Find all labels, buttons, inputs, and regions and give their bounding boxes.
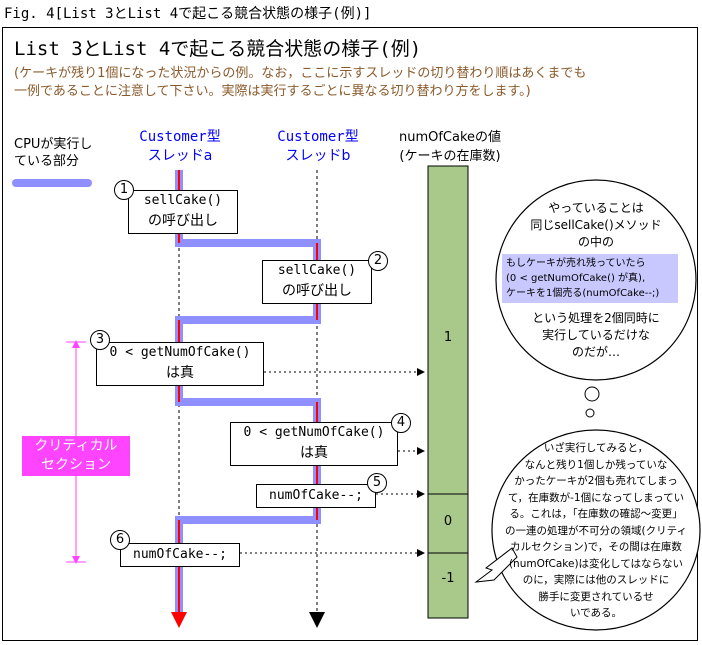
step-5-line-1: numOfCake--; [269, 488, 363, 503]
bubble-top-line: という処理を2個同時に [532, 311, 660, 325]
step-1-line-1: sellCake() [143, 193, 223, 208]
step-2-line-2: の呼び出し [282, 283, 352, 299]
bubble-bottom-line: いざ実行してみると， [543, 442, 649, 454]
bubble-connector-1 [584, 386, 600, 402]
legend-line-2: ている部分 [14, 154, 80, 169]
stock-value-1: 1 [443, 330, 453, 345]
thread-b-name: スレッドb [285, 148, 351, 164]
bubble-bottom-line: の一連の処理が不可分の領域(クリティ [505, 524, 687, 537]
thread-a-end-arrow [171, 612, 187, 628]
thread-a-type: Customer型 [139, 129, 221, 145]
bubble-top-line: の中の [577, 235, 614, 249]
bubble-bottom-line: なんと残り1個しか残っていな [524, 458, 668, 471]
step-1-number: 1 [114, 180, 134, 200]
bubble-bottom-line: いである。 [569, 607, 623, 619]
bubble-bottom-line: て，在庫数が-1個になってしまってい [507, 491, 685, 504]
step-6-number: 6 [110, 530, 130, 550]
note-line-2: 一例であることに注意して下さい。実際は実行するごとに異なる切り替わり方をします。… [14, 84, 531, 99]
critical-section-label: クリティカル セクション [22, 436, 130, 476]
step-2-number: 2 [368, 251, 388, 271]
step-6-box: numOfCake--; [120, 543, 240, 567]
diagram-frame [2, 27, 698, 641]
step-3-line-2: は真 [166, 365, 194, 381]
diagram-title: List 3とList 4で起こる競合状態の様子(例) [14, 38, 422, 60]
critical-section-line-2: セクション [41, 457, 111, 473]
step-5-box: numOfCake--; [256, 484, 376, 508]
legend-label: CPUが実行し ている部分 [14, 136, 92, 170]
step-1-box: sellCake() の呼び出し [128, 190, 238, 234]
legend-line-1: CPUが実行し [14, 137, 93, 152]
bubble-bottom-line: かったケーキが2個も売れてしまっ [514, 475, 678, 487]
stock-bar [427, 165, 469, 619]
step-3-box: 0 < getNumOfCake() は真 [96, 342, 264, 386]
bubble-top-line: 実行しているだけな [542, 328, 650, 342]
bubble-bottom-line: のに，実際には他のスレッドに [522, 574, 670, 586]
step-2-box: sellCake() の呼び出し [262, 260, 372, 304]
step-1-line-2: の呼び出し [148, 213, 218, 229]
bubble-top-text-b: という処理を2個同時に 実行しているだけな のだが… [500, 310, 692, 361]
thread-a-header: Customer型 スレッドa [128, 128, 232, 166]
step-4-line-1: 0 < getNumOfCake() [243, 425, 385, 440]
bubble-top-highlight: もしケーキが売れ残っていたら (0 < getNumOfCake() が真), … [502, 254, 678, 303]
thread-a-name: スレッドa [147, 148, 213, 164]
step-4-box: 0 < getNumOfCake() は真 [230, 422, 398, 466]
step-3-line-1: 0 < getNumOfCake() [109, 345, 251, 360]
stock-value-2: 0 [443, 514, 453, 529]
step-6-line-1: numOfCake--; [133, 547, 227, 562]
thread-b-type: Customer型 [277, 129, 359, 145]
bubble-top-line: やっていることは [548, 201, 644, 215]
step-4-number: 4 [391, 413, 411, 433]
pointer-arrow [474, 547, 518, 583]
step-4-line-2: は真 [300, 445, 328, 461]
step-2-line-1: sellCake() [277, 263, 357, 278]
bubble-bottom-line: 勝手に変更されているせ [538, 590, 654, 603]
bubble-hl-line: ケーキを1個売る(numOfCake--;) [506, 288, 660, 299]
bubble-top-text-a: やっていることは 同じsellCake()メソッド の中の [500, 200, 692, 251]
stock-header-sub: (ケーキの在庫数) [399, 149, 501, 164]
bubble-bottom-line: カルセクション)で，その間は在庫数 [510, 541, 682, 553]
critical-section-line-1: クリティカル [34, 438, 118, 454]
bubble-bottom-line: る。これは，「在庫数の確認～変更」 [509, 508, 683, 520]
bubble-top-line: のだが… [571, 345, 620, 359]
bubble-hl-line: (0 < getNumOfCake() が真), [506, 273, 646, 284]
step-3-number: 3 [90, 330, 110, 350]
stock-access-lines [240, 368, 425, 557]
thread-b-end-arrow [309, 612, 325, 628]
bubble-connector-2 [585, 408, 595, 418]
bubble-hl-line: もしケーキが売れ残っていたら [506, 258, 646, 269]
stock-header: numOfCakeの値 (ケーキの在庫数) [388, 128, 512, 166]
bubble-bottom [491, 429, 701, 631]
step-5-number: 5 [367, 473, 387, 493]
stock-value-3: -1 [441, 571, 455, 586]
bubble-bottom-text: いざ実行してみると， なんと残り1個しか残っていな かったケーキが2個も売れてし… [494, 440, 698, 622]
bubble-bottom-line: (numOfCake)は変化してはならない [508, 557, 684, 570]
note-line-1: (ケーキが残り1個になった状況からの例。なお，ここに示すスレッドの切り替わり順は… [14, 66, 587, 81]
bubble-top-line: 同じsellCake()メソッド [530, 218, 662, 232]
thread-b-header: Customer型 スレッドb [266, 128, 370, 166]
figure-caption: Fig. 4[List 3とList 4で起こる競合状態の様子(例)] [4, 6, 372, 22]
stock-header-title: numOfCakeの値 [398, 130, 502, 145]
